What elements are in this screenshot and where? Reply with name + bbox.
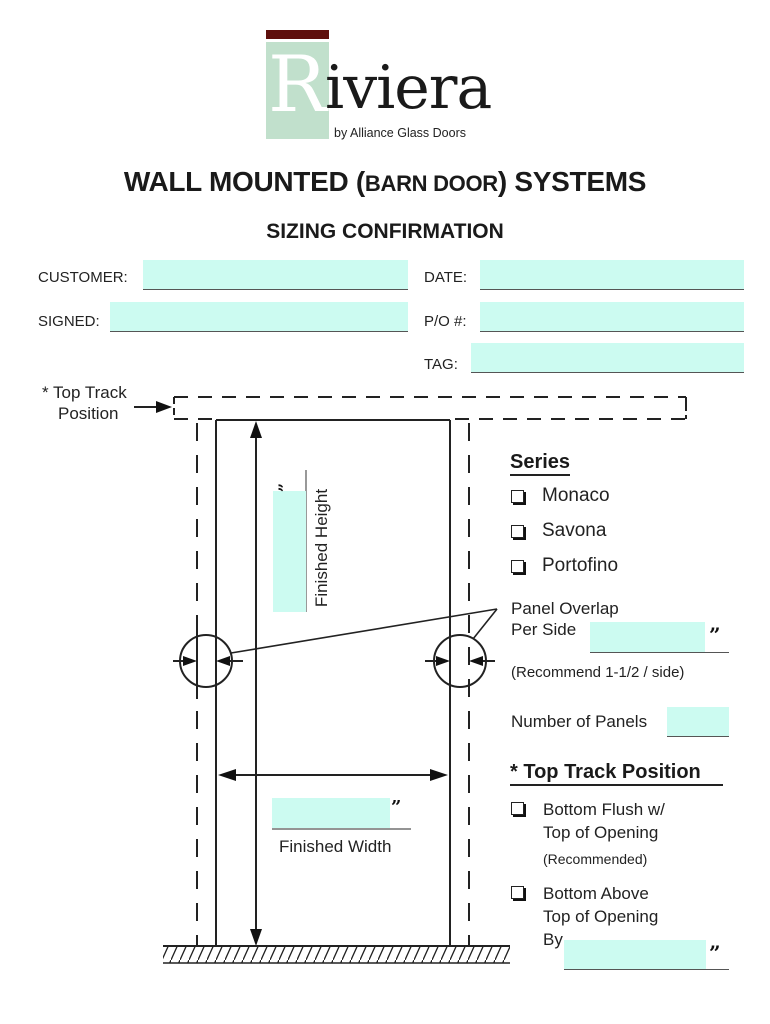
signed-label: SIGNED: [38, 313, 100, 330]
finished-width-label: Finished Width [279, 837, 392, 856]
finished-width-field[interactable] [272, 798, 390, 828]
option-line2: Top of Opening [543, 823, 659, 842]
right-overlap-arrow-a [436, 656, 450, 666]
tag-label: TAG: [424, 356, 458, 373]
left-overlap-arrow-b [216, 656, 230, 666]
page-title: WALL MOUNTED (BARN DOOR) SYSTEMS [0, 166, 770, 198]
finished-height-unit: ” [275, 482, 295, 493]
checkbox[interactable] [511, 886, 524, 899]
panels-label: Number of Panels [511, 712, 648, 731]
left-overlap-arrow-a [183, 656, 197, 666]
option-line1: Bottom Flush w/ [543, 800, 665, 819]
number-of-panels-field[interactable] [667, 707, 729, 737]
right-overlap-detail [425, 634, 495, 688]
option-label: Savona [542, 520, 607, 541]
logo-top-bar [266, 30, 329, 39]
overlap-leader-lines [230, 608, 498, 654]
overlap-unit: ” [709, 623, 721, 647]
option-line1: Bottom Above [543, 884, 649, 903]
option-label: Monaco [542, 485, 610, 506]
logo-box [266, 42, 329, 139]
width-dimension-arrow [218, 769, 448, 781]
checkbox[interactable] [511, 802, 524, 815]
right-overlap-arrow-b [469, 656, 483, 666]
top-track-outline [173, 396, 687, 420]
title-part2: ) SYSTEMS [497, 166, 647, 197]
overlap-label-line1: Panel Overlap [511, 599, 619, 618]
series-heading: Series [510, 450, 571, 476]
above-by-field[interactable] [564, 940, 729, 970]
tag-field[interactable] [471, 343, 744, 373]
logo-initial: R [268, 40, 327, 130]
po-label: P/O #: [424, 313, 467, 330]
checkbox[interactable] [511, 524, 524, 538]
date-field[interactable] [480, 260, 744, 290]
logo-tagline: by Alliance Glass Doors [334, 126, 467, 140]
top-track-label-line2: Position [58, 404, 119, 423]
customer-label: CUSTOMER: [38, 269, 128, 286]
finished-width-unit: ” [391, 797, 402, 818]
date-label: DATE: [424, 269, 468, 286]
checkbox[interactable] [511, 559, 524, 573]
logo-wordmark: iviera [325, 53, 492, 123]
overlap-label-line2: Per Side [511, 620, 577, 639]
door-opening [215, 419, 451, 946]
po-field[interactable] [480, 302, 744, 332]
title-smallcaps: BARN DOOR [364, 171, 498, 196]
height-dimension-arrow [250, 421, 262, 946]
overlap-field[interactable] [590, 622, 729, 653]
option-label: Portofino [542, 555, 619, 576]
option-line2: Top of Opening [543, 907, 659, 926]
floor-hatch [163, 945, 510, 964]
overlap-note: (Recommend 1-1/2 / side) [511, 664, 685, 681]
checkbox[interactable] [511, 489, 524, 503]
finished-height-field[interactable] [273, 491, 306, 612]
finished-height-label: Finished Height [312, 488, 331, 608]
customer-field[interactable] [143, 260, 408, 290]
series-option-savona[interactable]: Savona [511, 520, 606, 542]
top-track-arrow [134, 401, 172, 413]
series-option-portofino[interactable]: Portofino [511, 555, 618, 577]
top-track-label-line1: * Top Track [42, 383, 127, 402]
top-track-heading: * Top Track Position [510, 760, 723, 786]
option-line3: (Recommended) [543, 851, 648, 867]
series-option-monaco[interactable]: Monaco [511, 485, 610, 507]
title-part1: WALL MOUNTED ( [123, 166, 365, 197]
above-by-unit: ” [709, 941, 721, 965]
option-line3: By [543, 930, 563, 949]
page-subtitle: SIZING CONFIRMATION [266, 220, 504, 243]
signed-field[interactable] [110, 302, 408, 332]
